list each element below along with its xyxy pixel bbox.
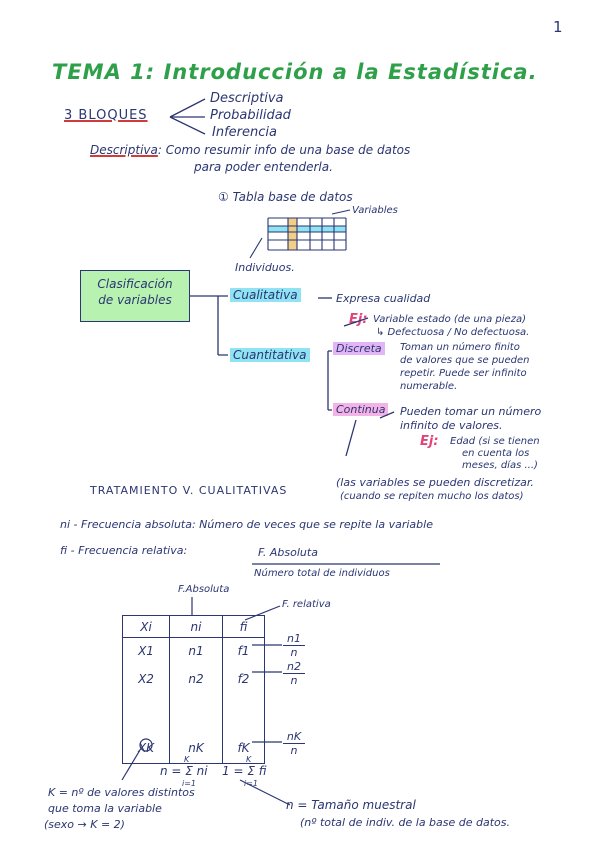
cuantitativa-label: Cuantitativa [230,348,310,362]
cualitativa-def: Expresa cualidad [336,292,431,305]
continua-ej2: en cuenta los [462,448,530,459]
cell-x: X2 [122,663,170,694]
table-row-spacer [122,693,265,734]
fi-numerator: F. Absoluta [258,546,318,559]
cell-f: fK [222,733,265,764]
cualitativa-ej2: ↳ Defectuosa / No defectuosa. [376,327,530,338]
clasificacion-line2: de variables [98,293,172,307]
discreta-def2: de valores que se pueden [400,355,530,366]
bloque-item: Inferencia [212,125,277,140]
frel-label: F. relativa [282,599,331,610]
cualitativa-label: Cualitativa [230,288,301,302]
fraction-k: nK n [283,730,305,757]
fraction-1: n1 n [283,632,305,659]
tratamiento-heading: TRATAMIENTO V. CUALITATIVAS [90,484,288,497]
cualitativa-ej1: Variable estado (de una pieza) [373,314,526,325]
n-def-1: n = Tamaño muestral [286,798,416,812]
sum-f: 1 = Σ fi [222,764,267,778]
fi-definition: fi - Frecuencia relativa: [60,544,188,557]
ej-label: Ej: [349,312,368,327]
k-def-2: que toma la variable [48,802,162,815]
tabla-title: ① Tabla base de datos [218,190,353,204]
continua-def1: Pueden tomar un número [400,405,542,418]
cualitativa-highlight: Cualitativa [230,288,301,302]
cell-n: n1 [169,637,223,664]
header-fi: fi [222,615,265,638]
sum-n: n = Σ ni [160,764,208,778]
cell-f: f1 [237,643,250,658]
frequency-table: Xi ni fi X1 n1 f1 X2 n2 f2 XK nK fK [122,615,265,764]
fi-denominator: Número total de individuos [254,568,390,579]
table-row: X2 n2 f2 [122,663,265,694]
discreta-highlight: Discreta [333,342,385,355]
individuos-label: Individuos. [235,261,295,274]
page-title: TEMA 1: Introducción a la Estadística. [52,60,538,84]
variables-label: Variables [352,205,398,216]
bloque-item: Probabilidad [210,108,291,123]
header-ni: ni [169,615,223,638]
fabs-label: F.Absoluta [178,584,230,595]
sum-limit-top-n: K [184,755,190,764]
descriptiva-text: : Como resumir info de una base de datos [157,143,411,157]
note-repiten: (cuando se repiten mucho los datos) [340,491,524,502]
mini-table-drawing [249,209,351,259]
clasificacion-line1: Clasificación [97,277,173,291]
table-row: XK nK fK [122,733,265,764]
header-xi: Xi [122,615,170,638]
discreta-def4: numerable. [400,381,458,392]
cell-n: nK [169,733,223,764]
cell-x: XK [122,733,170,764]
sum-limit-top-f: K [246,755,252,764]
cell-f: f2 [237,671,250,686]
descriptiva-line2: para poder entenderla. [194,160,333,174]
fraction-2: n2 n [283,660,305,687]
fraction-den: n [290,674,298,687]
k-def-1: K = nº de valores distintos [48,786,195,799]
fraction-den: n [290,646,298,659]
page-number: 1 [553,18,563,36]
discreta-def1: Toman un número finito [400,342,520,353]
continua-ej3: meses, días ...) [462,460,538,471]
fraction-num: nK [283,730,305,744]
descriptiva-line1: Descriptiva: Como resumir info de una ba… [90,143,410,157]
cell-n: n2 [169,663,223,694]
cuantitativa-highlight: Cuantitativa [230,348,310,362]
fraction-den: n [290,744,298,757]
bloques-label: 3 BLOQUES [64,108,148,123]
table-row: X1 n1 f1 [122,637,265,664]
sum-limit-bottom-f: i=1 [244,779,259,788]
fraction-num: n2 [283,660,305,674]
continua-def2: infinito de valores. [400,419,503,432]
bloques-brace [169,98,206,135]
bloque-item: Descriptiva [210,91,284,106]
cell-x: X1 [122,637,170,664]
discreta-def3: repetir. Puede ser infinito [400,368,527,379]
fraction-num: n1 [283,632,305,646]
note-discretizar: (las variables se pueden discretizar. [336,476,534,489]
ni-definition: ni - Frecuencia absoluta: Número de vece… [60,518,433,531]
continua-ej1: Edad (si se tienen [450,436,540,447]
discreta-label: Discreta [333,342,385,355]
continua-label: Continua [333,403,389,416]
n-def-2: (nº total de indiv. de la base de datos. [300,816,511,829]
descriptiva-term: Descriptiva [90,143,158,157]
clasificacion-box: Clasificación de variables [80,270,190,322]
sum-limit-bottom-n: i=1 [182,779,197,788]
table-header-row: Xi ni fi [122,615,265,638]
k-def-3: (sexo → K = 2) [44,818,125,831]
continua-ej-label: Ej: [420,434,439,449]
continua-highlight: Continua [333,403,389,416]
